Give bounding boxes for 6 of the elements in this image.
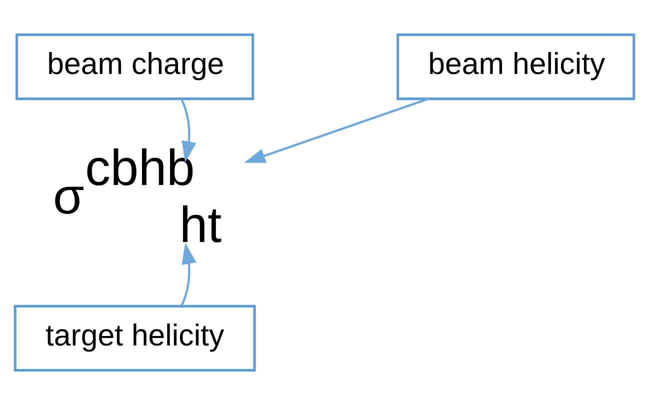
node-box: beam charge bbox=[16, 32, 254, 100]
arrow bbox=[180, 98, 196, 162]
node-box: target helicity bbox=[14, 304, 256, 372]
arrow bbox=[244, 97, 429, 162]
node-box: beam helicity bbox=[396, 32, 636, 100]
arrow bbox=[180, 242, 196, 306]
